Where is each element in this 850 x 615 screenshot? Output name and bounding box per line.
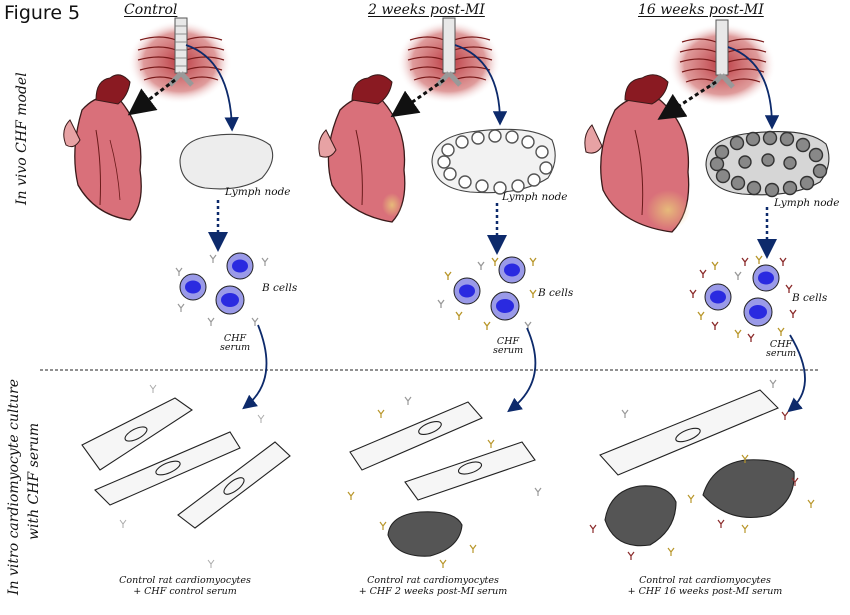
ribcage-control	[128, 17, 232, 104]
heart-2wk	[318, 74, 406, 223]
heart-control	[63, 74, 142, 221]
serum-label-line1: CHF	[769, 339, 793, 350]
row-label-in-vitro-line1: In vitro cardiomyocyte culture	[6, 378, 22, 595]
caption-control: Control rat cardiomyocytes + CHF control…	[70, 575, 300, 597]
serum-label-line2: serum	[766, 348, 797, 359]
col-16wk	[584, 19, 830, 560]
lymph-node-label-2wk: Lymph node	[502, 191, 568, 203]
lymph-node-label-control: Lymph node	[225, 186, 291, 198]
row-label-in-vitro-line2: with CHF serum	[26, 422, 42, 540]
heart-16wk	[584, 74, 690, 233]
column-heading-16wk: 16 weeks post-MI	[638, 2, 764, 18]
serum-label-line1: CHF	[223, 333, 247, 344]
cardiomyocytes-16wk	[599, 389, 795, 547]
col-2wk	[318, 17, 556, 568]
caption-line1: Control rat cardiomyocytes	[367, 575, 499, 586]
serum-label-line1: CHF	[496, 336, 520, 347]
row-label-in-vivo: In vivo CHF model	[14, 72, 30, 205]
lymph-node-16wk	[705, 130, 830, 198]
lymph-node-control	[179, 133, 274, 190]
serum-label-line2: serum	[493, 345, 524, 356]
ribcage-16wk	[668, 19, 776, 107]
bcells-16wk	[689, 255, 797, 342]
serum-label-16wk: CHF serum	[766, 339, 797, 359]
cardiomyocytes-control	[81, 397, 291, 529]
bcells-control	[175, 252, 269, 326]
caption-line2: + CHF control serum	[133, 586, 237, 597]
ribcage-2wk	[397, 17, 501, 104]
column-heading-control: Control	[124, 2, 178, 18]
serum-label-line2: serum	[220, 342, 251, 353]
figure-title: Figure 5	[4, 2, 81, 24]
lymph-node-2wk	[431, 128, 556, 195]
bcells-label-control: B cells	[262, 282, 298, 294]
bcells-2wk	[437, 256, 537, 330]
caption-2wk: Control rat cardiomyocytes + CHF 2 weeks…	[318, 575, 548, 597]
caption-line2: + CHF 2 weeks post-MI serum	[358, 586, 508, 597]
serum-label-2wk: CHF serum	[493, 336, 524, 356]
cardiomyocytes-2wk	[349, 401, 536, 557]
caption-line2: + CHF 16 weeks post-MI serum	[627, 586, 783, 597]
serum-label-control: CHF serum	[220, 333, 251, 353]
caption-line1: Control rat cardiomyocytes	[119, 575, 251, 586]
col-control	[63, 17, 291, 568]
lymph-node-label-16wk: Lymph node	[774, 197, 840, 209]
bcells-label-2wk: B cells	[538, 287, 574, 299]
column-heading-2wk: 2 weeks post-MI	[368, 2, 485, 18]
bcells-label-16wk: B cells	[792, 292, 828, 304]
caption-line1: Control rat cardiomyocytes	[639, 575, 771, 586]
caption-16wk: Control rat cardiomyocytes + CHF 16 week…	[590, 575, 820, 597]
